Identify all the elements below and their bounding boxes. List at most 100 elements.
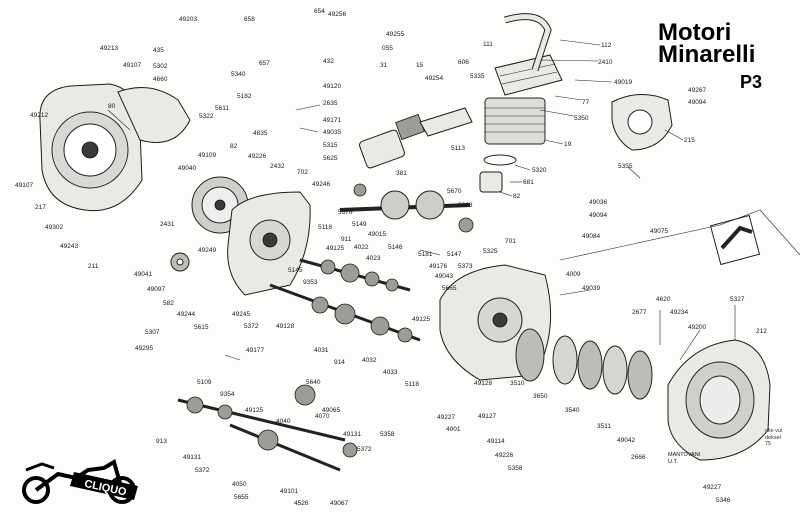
part-label: 658 — [244, 16, 255, 23]
part-label: 5302 — [153, 63, 168, 70]
part-label: 5358 — [508, 465, 523, 472]
part-label: 5670 — [447, 188, 462, 195]
part-label: 5625 — [323, 155, 338, 162]
part-label: 606 — [458, 59, 469, 66]
handwritten-note: olie vul deksel 75 — [765, 428, 782, 448]
part-label: 657 — [259, 60, 270, 67]
part-label: 49226 — [248, 153, 266, 160]
part-label: 49254 — [425, 75, 443, 82]
part-label: 5350 — [574, 115, 589, 122]
part-label: 49101 — [280, 488, 298, 495]
part-label: 4050 — [232, 481, 247, 488]
part-label: 2666 — [631, 454, 646, 461]
part-label: 4031 — [314, 347, 329, 354]
part-label: 49114 — [487, 438, 505, 445]
output-shaft — [229, 384, 358, 472]
note-line: deksel — [765, 434, 781, 441]
stamp-line: MANTOVANI — [668, 452, 701, 458]
part-label: 49131 — [183, 454, 201, 461]
part-label: 49109 — [198, 152, 216, 159]
part-label: 49019 — [614, 79, 632, 86]
exhaust-pipe — [504, 13, 552, 72]
part-label: 5355 — [618, 163, 633, 170]
gearbox-shaft-upper — [299, 258, 411, 292]
part-label: 913 — [156, 438, 167, 445]
part-label: 4033 — [383, 369, 398, 376]
part-label: 911 — [341, 236, 352, 243]
clutch-pack — [515, 328, 653, 400]
part-label: 5358 — [380, 431, 395, 438]
part-label: 5655 — [234, 494, 249, 501]
note-line: olie vul — [765, 428, 783, 434]
part-label: 5320 — [532, 167, 547, 174]
part-label: 49131 — [343, 431, 361, 438]
part-label: 5665 — [442, 285, 457, 292]
part-label: 5376 — [338, 209, 353, 216]
part-label: 49041 — [134, 271, 152, 278]
brand-line-2: Minarelli — [658, 41, 756, 68]
part-label: 5149 — [352, 221, 367, 228]
part-label: 49039 — [582, 285, 600, 292]
part-label: 49245 — [232, 311, 250, 318]
part-label: 49176 — [429, 263, 447, 270]
part-label: 15 — [416, 62, 424, 69]
part-label: 49125 — [245, 407, 263, 414]
part-label: 701 — [505, 238, 516, 245]
part-label: 5335 — [470, 73, 485, 80]
crankshaft — [339, 183, 474, 233]
model-title: P3 — [740, 72, 763, 92]
part-label: 49246 — [312, 181, 330, 188]
part-label: 5147 — [447, 251, 462, 258]
part-label: 2677 — [632, 309, 647, 316]
part-label: 9353 — [303, 279, 318, 286]
part-label: 4009 — [566, 271, 581, 278]
part-label: 49127 — [478, 413, 496, 420]
part-label: 112 — [601, 42, 612, 49]
part-label: 5615 — [194, 324, 209, 331]
kickstart-shaft — [177, 396, 346, 442]
part-label: 4660 — [153, 76, 168, 83]
clutch-cover — [667, 339, 771, 461]
part-label: 49227 — [437, 414, 455, 421]
part-label: 49107 — [123, 62, 141, 69]
part-label: 49295 — [135, 345, 153, 352]
piston — [479, 154, 517, 193]
part-label: 49015 — [368, 231, 386, 238]
part-label: 3650 — [533, 393, 548, 400]
part-label: 49042 — [617, 437, 635, 444]
part-label: 215 — [684, 137, 695, 144]
part-label: 5322 — [199, 113, 214, 120]
part-label: 5146 — [388, 244, 403, 251]
part-label: 381 — [396, 170, 407, 177]
part-label: 3540 — [565, 407, 580, 414]
part-label: 5327 — [730, 296, 745, 303]
part-label: 49125 — [326, 245, 344, 252]
part-label: 4526 — [294, 500, 309, 507]
left-ignition-cover — [39, 83, 191, 212]
part-label: 432 — [323, 58, 334, 65]
part-label: 5373 — [458, 263, 473, 270]
part-label: 31 — [380, 62, 388, 69]
part-label: 5611 — [215, 105, 229, 112]
part-label: 49302 — [45, 224, 63, 231]
part-label: 5307 — [145, 329, 160, 336]
part-label: 5109 — [197, 379, 212, 386]
part-label: 5181 — [418, 251, 433, 258]
cylinder — [484, 97, 546, 145]
kickstart-lever-inset — [559, 209, 800, 266]
part-label: 49067 — [330, 500, 348, 507]
part-label: 49227 — [703, 484, 721, 491]
part-label: 49128 — [474, 380, 492, 387]
part-label: 49125 — [412, 316, 430, 323]
part-number-labels: 49203 658 654 49256 49255 055 112 2410 4… — [15, 8, 767, 507]
part-label: 3510 — [510, 380, 525, 387]
part-label: 4835 — [253, 130, 268, 137]
cylinder-head — [494, 54, 563, 96]
brand-line-1: Motori — [658, 19, 732, 46]
part-label: 80 — [108, 103, 116, 110]
cliquo-dealer-logo: CLIQUO — [18, 456, 158, 506]
part-label: 49249 — [198, 247, 216, 254]
part-label: 217 — [35, 204, 46, 211]
moped-icon: CLIQUO — [22, 458, 138, 504]
